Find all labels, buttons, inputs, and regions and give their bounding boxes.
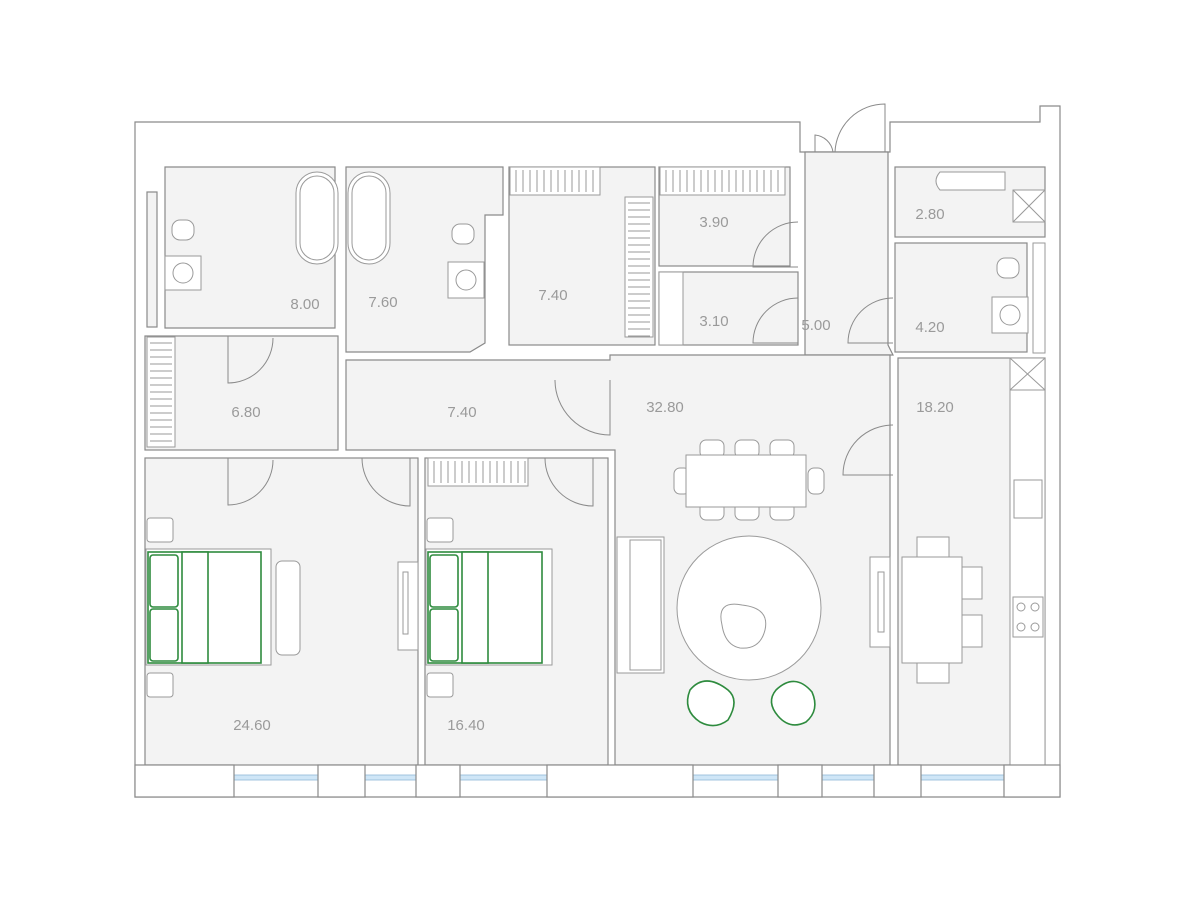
coffee-table bbox=[720, 603, 767, 649]
door-swing bbox=[544, 457, 594, 507]
chair bbox=[916, 536, 950, 558]
armchair-icon bbox=[770, 680, 816, 726]
room-dressing[interactable] bbox=[144, 335, 339, 451]
area-label: 18.20 bbox=[916, 399, 954, 416]
tv-console bbox=[869, 556, 891, 648]
window bbox=[233, 774, 319, 781]
room-entrance-hall[interactable] bbox=[804, 151, 894, 356]
kitchen-counter bbox=[1009, 389, 1046, 766]
area-label: 32.80 bbox=[646, 399, 684, 416]
bench bbox=[275, 560, 301, 656]
toilet-icon bbox=[996, 257, 1020, 279]
room-bathroom-1[interactable] bbox=[164, 166, 336, 329]
area-label: 4.20 bbox=[915, 319, 944, 336]
cooktop-icon bbox=[1012, 596, 1044, 638]
shelf-bedroom-2 bbox=[427, 457, 529, 487]
nightstand bbox=[146, 517, 174, 543]
window bbox=[459, 774, 548, 781]
dining-table bbox=[685, 454, 807, 508]
door-swing bbox=[227, 458, 274, 506]
door-swing bbox=[361, 457, 411, 507]
door-swing bbox=[752, 221, 799, 268]
area-label: 16.40 bbox=[447, 717, 485, 734]
rooms bbox=[144, 151, 1046, 766]
kitchen-sink-icon bbox=[1013, 479, 1043, 519]
window bbox=[920, 774, 1005, 781]
bedroom-furniture bbox=[145, 517, 553, 698]
chair bbox=[916, 662, 950, 684]
area-label: 24.60 bbox=[233, 717, 271, 734]
area-label: 7.40 bbox=[538, 287, 567, 304]
door-swing bbox=[847, 297, 894, 344]
room-labels: 8.00 7.60 7.40 3.90 3.10 5.00 2.80 4.20 … bbox=[231, 206, 953, 734]
sink-icon bbox=[991, 296, 1029, 334]
bath-3-shelf bbox=[1032, 242, 1046, 354]
living-furniture bbox=[616, 439, 891, 727]
door-swing bbox=[752, 297, 799, 344]
doors bbox=[227, 103, 894, 507]
nightstand bbox=[426, 517, 454, 543]
chair bbox=[961, 614, 983, 648]
area-label: 5.00 bbox=[801, 317, 830, 334]
laundry-counter bbox=[935, 171, 1006, 191]
dining-chair bbox=[807, 467, 825, 495]
window bbox=[821, 774, 875, 781]
door-swing bbox=[227, 336, 274, 384]
area-label: 8.00 bbox=[290, 296, 319, 313]
sofa bbox=[616, 536, 665, 674]
bath-1-niche bbox=[146, 191, 158, 328]
area-label: 6.80 bbox=[231, 404, 260, 421]
armchair-icon bbox=[686, 680, 735, 727]
area-label: 3.90 bbox=[699, 214, 728, 231]
entrance-door-leaf bbox=[814, 134, 834, 153]
bath-fixtures bbox=[164, 171, 1046, 354]
kitchen-table bbox=[901, 556, 963, 664]
area-label: 2.80 bbox=[915, 206, 944, 223]
entrance-door bbox=[834, 103, 886, 153]
door-swing bbox=[842, 424, 894, 476]
windows bbox=[134, 764, 1061, 798]
window bbox=[692, 774, 779, 781]
chair bbox=[961, 566, 983, 600]
area-label: 7.60 bbox=[368, 294, 397, 311]
area-label: 3.10 bbox=[699, 313, 728, 330]
window bbox=[364, 774, 417, 781]
nightstand bbox=[426, 672, 454, 698]
door-swing bbox=[554, 379, 611, 436]
nightstand bbox=[146, 672, 174, 698]
toilet-icon bbox=[171, 219, 195, 241]
shelf-wardrobe-top bbox=[509, 166, 601, 196]
toilet-icon bbox=[451, 223, 475, 245]
shelf-wardrobe-side bbox=[624, 196, 654, 338]
shelf-storage-2 bbox=[658, 271, 684, 346]
area-label: 7.40 bbox=[447, 404, 476, 421]
